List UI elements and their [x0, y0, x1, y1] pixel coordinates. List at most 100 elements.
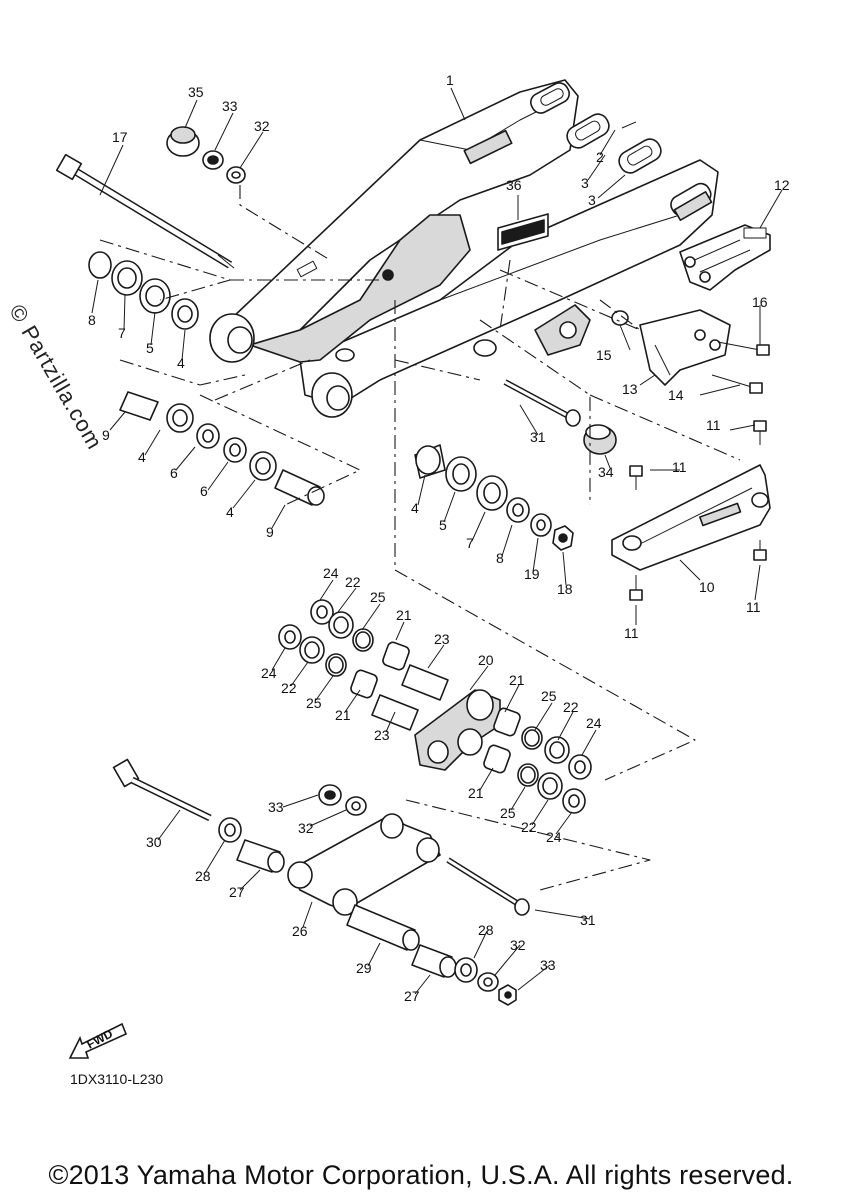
bolt-11[interactable] — [629, 420, 767, 601]
callout-27b: 27 — [404, 988, 420, 1004]
chain-adjuster-plates[interactable] — [563, 110, 664, 176]
fwd-arrow-icon — [68, 1022, 128, 1059]
callout-28b: 28 — [478, 922, 494, 938]
callout-24c: 24 — [586, 715, 602, 731]
callout-21a: 21 — [396, 607, 412, 623]
connecting-rod[interactable] — [287, 813, 441, 916]
callout-29: 29 — [356, 960, 372, 976]
callout-11c: 11 — [746, 599, 761, 615]
bolt-14[interactable] — [711, 374, 763, 394]
callout-18: 18 — [557, 581, 573, 597]
callout-26: 26 — [292, 923, 308, 939]
callout-21d: 21 — [468, 785, 484, 801]
washer-32-top[interactable] — [226, 166, 246, 184]
callout-34: 34 — [598, 464, 614, 480]
collar-29[interactable] — [346, 904, 420, 951]
collar-34[interactable] — [583, 424, 617, 455]
chain-guide-bracket[interactable] — [639, 309, 731, 386]
swingarm[interactable] — [209, 79, 719, 418]
catalog-code: 1DX3110-L230 — [70, 1071, 164, 1087]
callout-35: 35 — [188, 84, 204, 100]
bolt-31-lower[interactable] — [446, 857, 530, 916]
callout-25c: 25 — [541, 688, 557, 704]
callout-7b: 7 — [466, 535, 474, 551]
callout-11a: 11 — [706, 417, 721, 433]
callout-14: 14 — [668, 387, 684, 403]
washer-32-bottom[interactable] — [477, 972, 499, 992]
callout-31b: 31 — [580, 912, 596, 928]
pivot-bearings-right[interactable] — [414, 444, 574, 551]
chain-support[interactable] — [611, 464, 771, 571]
callout-3b: 3 — [588, 192, 596, 208]
relay-bearings[interactable] — [278, 599, 592, 814]
callout-27a: 27 — [229, 884, 245, 900]
callout-5b: 5 — [439, 517, 447, 533]
callout-8b: 8 — [496, 550, 504, 566]
warning-label[interactable] — [497, 213, 549, 251]
callout-31a: 31 — [530, 429, 546, 445]
collar-28-left[interactable] — [218, 817, 242, 843]
nut-33-bottom[interactable] — [498, 984, 517, 1006]
callout-4c: 4 — [226, 504, 234, 520]
nut-33-top[interactable] — [202, 150, 224, 170]
callout-6b: 6 — [200, 483, 208, 499]
callout-33c: 33 — [540, 957, 556, 973]
callout-20: 20 — [478, 652, 494, 668]
collar-27-right[interactable] — [411, 944, 457, 978]
bolt-30[interactable] — [112, 758, 212, 822]
callout-1: 1 — [446, 72, 454, 88]
callout-33b: 33 — [268, 799, 284, 815]
callout-labels: 1 35 33 32 17 2 3 3 36 12 16 15 13 14 11… — [88, 72, 790, 1004]
callout-33: 33 — [222, 98, 238, 114]
callout-7a: 7 — [118, 325, 126, 341]
callout-9a: 9 — [102, 427, 110, 443]
callout-22b: 22 — [281, 680, 297, 696]
callout-36: 36 — [506, 177, 522, 193]
callout-3a: 3 — [581, 175, 589, 191]
pivot-bearings-upper-left[interactable] — [88, 251, 199, 330]
callout-25a: 25 — [370, 589, 386, 605]
nut-33-mid[interactable] — [318, 784, 342, 806]
callout-12: 12 — [774, 177, 790, 193]
callout-30: 30 — [146, 834, 162, 850]
chain-guide[interactable] — [679, 224, 771, 291]
collar-28-right[interactable] — [454, 957, 478, 983]
pivot-bearings-lower-left[interactable] — [119, 391, 325, 506]
callout-15: 15 — [596, 347, 612, 363]
callout-24d: 24 — [546, 829, 562, 845]
pivot-shaft[interactable] — [55, 153, 235, 269]
callout-4b: 4 — [138, 449, 146, 465]
copyright-notice: ©2013 Yamaha Motor Corporation, U.S.A. A… — [48, 1160, 794, 1190]
collar-35[interactable] — [166, 126, 200, 157]
callout-19: 19 — [524, 566, 540, 582]
collar-15[interactable] — [611, 310, 629, 326]
callout-2: 2 — [596, 149, 604, 165]
callout-11d: 11 — [624, 625, 639, 641]
callout-16: 16 — [752, 294, 768, 310]
callout-21b: 21 — [335, 707, 351, 723]
callout-25b: 25 — [306, 695, 322, 711]
collar-27-left[interactable] — [236, 839, 285, 873]
callout-24b: 24 — [261, 665, 277, 681]
callout-8a: 8 — [88, 312, 96, 328]
callout-17: 17 — [112, 129, 128, 145]
bolt-16[interactable] — [717, 341, 770, 356]
callout-4a: 4 — [177, 355, 185, 371]
callout-10: 10 — [699, 579, 715, 595]
callout-25d: 25 — [500, 805, 516, 821]
callout-5a: 5 — [146, 340, 154, 356]
leader-lines — [91, 87, 783, 995]
callout-22a: 22 — [345, 574, 361, 590]
callout-22d: 22 — [521, 819, 537, 835]
callout-6a: 6 — [170, 465, 178, 481]
bolt-31-upper[interactable] — [503, 379, 581, 427]
callout-9b: 9 — [266, 524, 274, 540]
callout-21c: 21 — [509, 672, 525, 688]
callout-4d: 4 — [411, 500, 419, 516]
callout-24a: 24 — [323, 565, 339, 581]
relay-arm[interactable] — [414, 689, 501, 771]
callout-23b: 23 — [374, 727, 390, 743]
callout-13: 13 — [622, 381, 638, 397]
washer-32-mid[interactable] — [345, 796, 367, 816]
callout-23a: 23 — [434, 631, 450, 647]
